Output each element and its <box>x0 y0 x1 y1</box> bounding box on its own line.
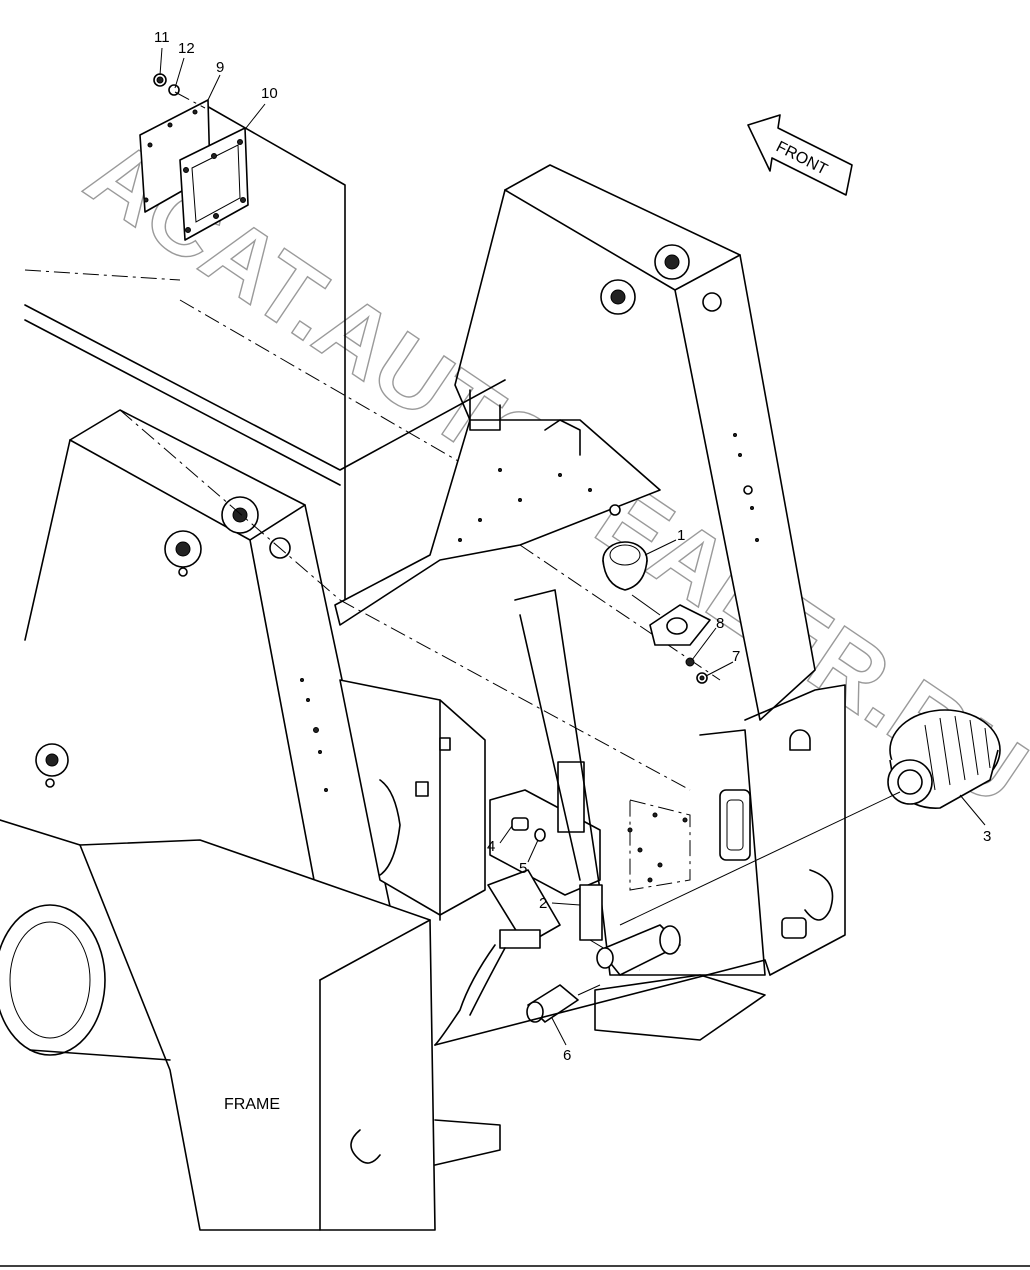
callout-12: 12 <box>178 40 195 57</box>
callout-numbers: 11 12 9 10 1 8 7 3 4 5 2 6 <box>154 29 991 1064</box>
part-1-cap <box>602 541 711 684</box>
front-arrow: FRONT <box>747 114 853 196</box>
main-frame <box>0 409 846 1231</box>
valve-housing <box>339 544 766 1041</box>
callout-6: 6 <box>563 1047 571 1064</box>
callout-10: 10 <box>261 85 278 102</box>
frame-label: FRAME <box>224 1096 280 1113</box>
part-6-fitting <box>526 984 601 1023</box>
callout-11: 11 <box>154 29 170 46</box>
callout-7: 7 <box>732 648 740 665</box>
callout-4: 4 <box>487 838 495 855</box>
callout-8: 8 <box>716 615 724 632</box>
callout-leaders <box>159 47 986 1046</box>
access-cover-assembly <box>139 73 346 601</box>
top-cross-beam <box>24 269 561 521</box>
part-3-filter <box>619 709 1001 926</box>
callout-9: 9 <box>216 59 224 76</box>
callout-2: 2 <box>539 895 547 912</box>
part-4-5-plug <box>511 817 546 842</box>
centre-deck <box>334 389 661 626</box>
callout-3: 3 <box>983 828 991 845</box>
right-tower <box>454 164 816 721</box>
callout-1: 1 <box>677 527 685 544</box>
callout-5: 5 <box>519 860 527 877</box>
